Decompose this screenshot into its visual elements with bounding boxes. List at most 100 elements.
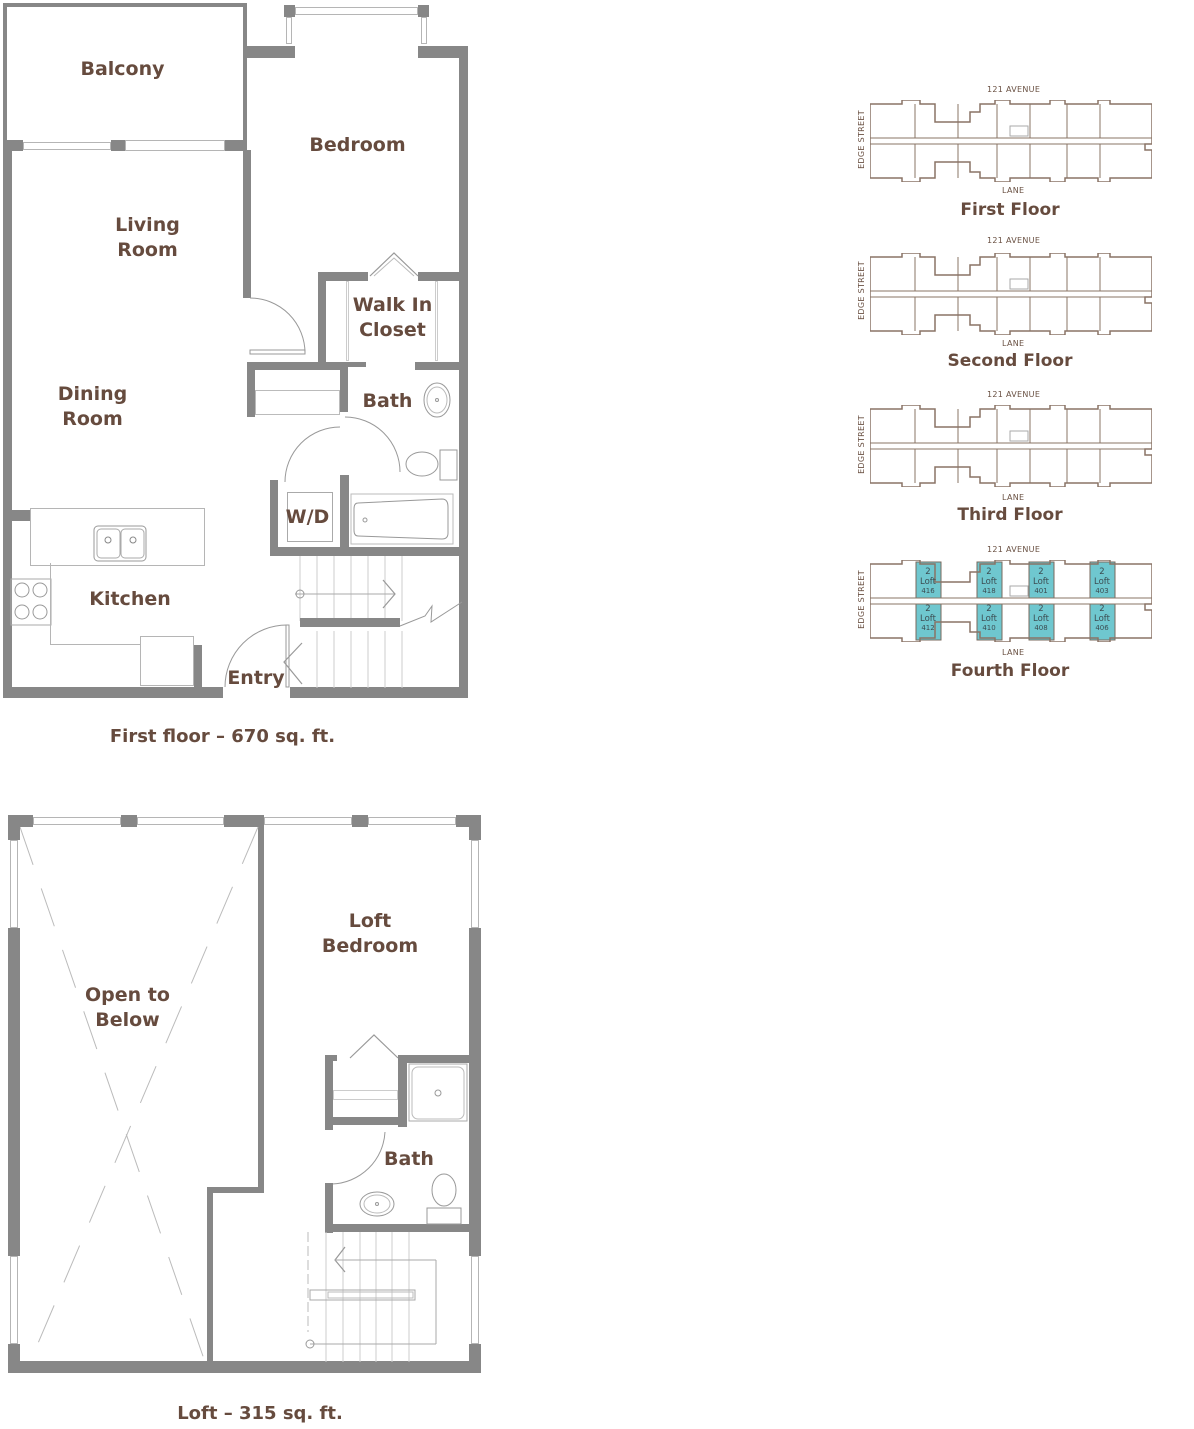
- room-label-entry: Entry: [227, 667, 285, 689]
- living-window-1: [23, 142, 111, 150]
- kitchen-wall-end: [194, 645, 202, 690]
- room-label-wd: W/D: [285, 506, 330, 528]
- stove: [10, 578, 52, 626]
- loft-bath-wall-left: [325, 1183, 333, 1233]
- bedroom-door-swing: [249, 297, 306, 355]
- room-label-bath: Bath: [362, 390, 413, 412]
- kitchen-counter: [50, 563, 140, 645]
- loft-wall-right: [469, 928, 481, 1256]
- bath-door-swing: [344, 416, 401, 473]
- key-plan-title: First Floor: [960, 200, 1060, 220]
- side-street-label: EDGE STREET: [856, 261, 866, 320]
- guardrail-lower: [207, 1187, 213, 1362]
- key-plan-first-floor: 121 AVENUE EDGE STREET LANE First Floor: [850, 80, 1160, 230]
- bath-wall-top-right: [415, 362, 465, 370]
- closet-shelf-left: [346, 281, 349, 361]
- loft-shower: [408, 1063, 468, 1122]
- loft-bath-toilet: [426, 1173, 462, 1225]
- loft-bath-wall-bottom: [325, 1224, 470, 1232]
- building-outline: [870, 100, 1152, 182]
- living-wall-top-right: [225, 140, 247, 151]
- room-label-dining-room: Dining Room: [57, 383, 128, 430]
- bottom-wall-right: [290, 687, 468, 698]
- bay-window: [295, 7, 418, 15]
- closet-shelf-right: [435, 281, 438, 361]
- living-mullion: [111, 140, 125, 151]
- entry-closet-bifold: [283, 642, 303, 685]
- loft-top-wall-mid: [224, 815, 264, 827]
- balcony-wall-right: [243, 3, 247, 150]
- loft-closet-wall-left: [325, 1055, 333, 1130]
- bath-sink: [423, 382, 451, 418]
- living-wall-top-left: [3, 140, 23, 151]
- side-street-label: EDGE STREET: [856, 110, 866, 169]
- room-label-kitchen: Kitchen: [89, 588, 171, 610]
- building-outline: [870, 405, 1152, 487]
- bottom-street-label: LANE: [1002, 493, 1025, 502]
- fridge: [140, 636, 194, 686]
- bottom-street-label: LANE: [1002, 339, 1025, 348]
- top-street-label: 121 AVENUE: [987, 390, 1041, 399]
- linen-shelf: [255, 390, 340, 415]
- loft-bath-sink: [359, 1191, 395, 1217]
- loft-window-right-1: [471, 840, 479, 928]
- balcony-wall-top: [3, 3, 247, 7]
- kitchen-counter-island: [30, 508, 205, 566]
- loft-window-1: [33, 817, 121, 825]
- bath-toilet: [405, 449, 458, 481]
- side-street-label: EDGE STREET: [856, 570, 866, 629]
- top-street-label: 121 AVENUE: [987, 236, 1041, 245]
- top-street-label: 121 AVENUE: [987, 545, 1041, 554]
- bedroom-wall-top-left: [243, 46, 295, 58]
- living-bedroom-partition: [243, 150, 251, 298]
- key-plan-third-floor: 121 AVENUE EDGE STREET LANE Third Floor: [850, 385, 1160, 535]
- bay-left-post: [284, 5, 295, 17]
- bedroom-wall-right: [459, 46, 468, 698]
- loft-stairs: [305, 1232, 437, 1362]
- key-plan-second-floor: 121 AVENUE EDGE STREET LANE Second Floor: [850, 231, 1160, 381]
- kitchen-wall-stub: [3, 510, 31, 521]
- loft-caption: Loft – 315 sq. ft.: [177, 1403, 343, 1424]
- closet-wall-top-left: [318, 272, 368, 281]
- top-street-label: 121 AVENUE: [987, 85, 1041, 94]
- loft-bath-door-swing: [331, 1131, 386, 1185]
- linen-wall-left: [247, 362, 255, 417]
- loft-wall-left-upper: [8, 815, 20, 840]
- first-floor-plan: Balcony Bedroom Living Room Walk In Clos…: [0, 0, 480, 700]
- stairs: [295, 556, 463, 688]
- loft-shower-wall-left: [398, 1055, 407, 1127]
- wd-wall-bottom: [270, 547, 465, 556]
- loft-closet-bifold: [349, 1034, 399, 1059]
- room-label-balcony: Balcony: [80, 58, 165, 80]
- bay-right-side-window: [421, 17, 427, 44]
- wd-wall-left: [270, 480, 278, 555]
- loft-window-4: [368, 817, 456, 825]
- building-outline: [870, 560, 1152, 642]
- key-plan-title: Second Floor: [947, 351, 1073, 371]
- room-label-bedroom: Bedroom: [309, 134, 406, 156]
- loft-window-left-1: [10, 840, 18, 928]
- key-plan-title: Third Floor: [957, 505, 1063, 525]
- bay-left-side-window: [286, 17, 292, 44]
- room-label-walk-in-closet: Walk In Closet: [352, 294, 433, 341]
- loft-wall-bottom: [8, 1361, 481, 1373]
- linen-wall-top: [247, 362, 347, 370]
- key-plan-title: Fourth Floor: [950, 661, 1070, 681]
- building-outline: [870, 253, 1152, 335]
- bathtub: [350, 493, 454, 545]
- room-label-open-to-below: Open to Below: [85, 984, 170, 1031]
- bath-wall-mid: [340, 362, 348, 412]
- balcony-wall-left: [3, 3, 7, 140]
- loft-window-2: [137, 817, 224, 825]
- bottom-street-label: LANE: [1002, 186, 1025, 195]
- room-label-loft-bedroom: Loft Bedroom: [321, 910, 419, 957]
- loft-plan: Open to Below Loft Bedroom Bath: [0, 800, 490, 1380]
